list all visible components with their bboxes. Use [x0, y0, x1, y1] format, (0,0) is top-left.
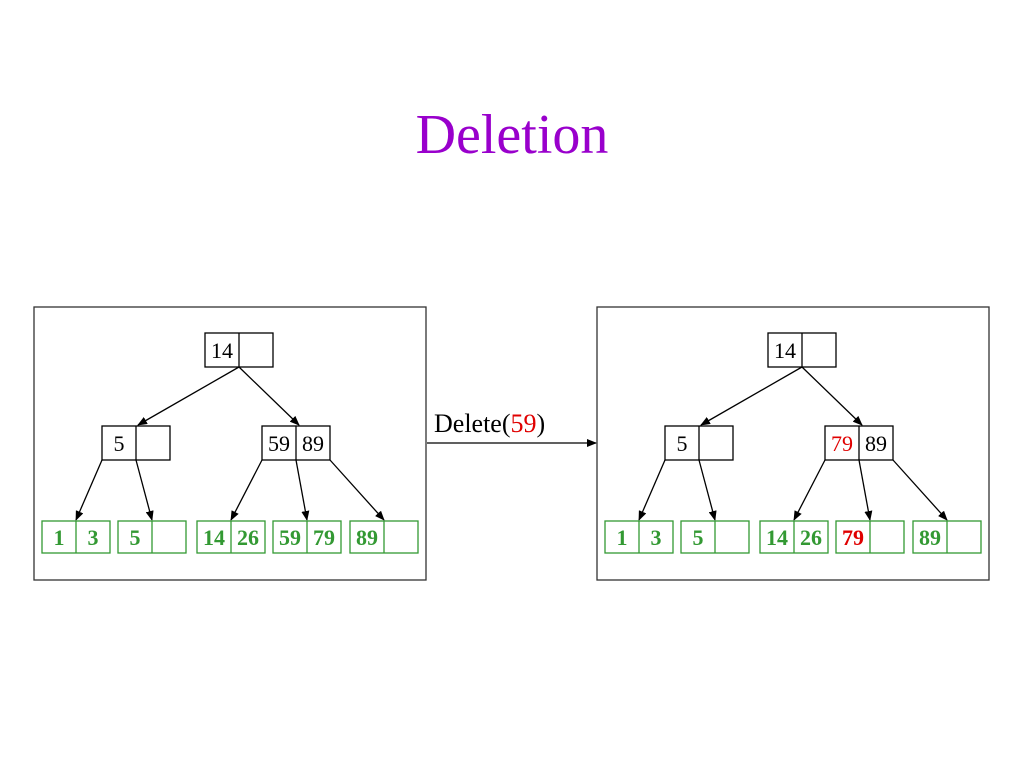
internal-node-0-before: 5: [101, 425, 171, 461]
arrow-root-right-before: [238, 366, 300, 426]
internal-node-1-before-key-0: 59: [268, 431, 290, 456]
leaf-node-2-before-key-1: 26: [237, 525, 259, 550]
operation-suffix: ): [536, 409, 546, 438]
leaf-node-3-after: 79: [835, 520, 905, 554]
leaf-node-0-after-key-0: 1: [617, 525, 628, 550]
leaf-node-2-after-key-0: 14: [766, 525, 788, 550]
root-node-after: 14: [767, 332, 837, 368]
arrow-root-left-before: [137, 366, 240, 426]
panel-after-frame: [596, 306, 990, 581]
arrow-int1-leaf2-after: [793, 459, 826, 521]
internal-node-0-before-key-0: 5: [114, 431, 125, 456]
leaf-node-2-before: 14 26: [196, 520, 266, 554]
leaf-node-4-after: 89: [912, 520, 982, 554]
leaf-node-0-after-key-1: 3: [651, 525, 662, 550]
arrow-int0-leaf0-before: [75, 459, 103, 521]
arrow-int0-leaf0-after: [638, 459, 666, 521]
leaf-node-4-before: 89: [349, 520, 419, 554]
arrow-int1-leaf4-before: [329, 459, 385, 521]
leaf-node-0-before-key-0: 1: [54, 525, 65, 550]
leaf-node-1-before-key-0: 5: [130, 525, 141, 550]
slide-title: Deletion: [415, 104, 609, 166]
leaf-node-3-before: 59 79: [272, 520, 342, 554]
leaf-node-4-after-key-0: 89: [919, 525, 941, 550]
leaf-node-4-before-key-0: 89: [356, 525, 378, 550]
arrow-int0-leaf1-after: [698, 459, 717, 521]
leaf-node-2-after: 14 26: [759, 520, 829, 554]
operation-label: Delete(59): [434, 408, 584, 440]
leaf-node-3-after-key-0: 79: [842, 525, 864, 550]
arrow-int1-leaf4-after: [892, 459, 948, 521]
panel-before-frame: [33, 306, 427, 581]
arrow-root-left-after: [700, 366, 803, 426]
root-node-before-key-0: 14: [211, 338, 233, 363]
root-node-after-key-0: 14: [774, 338, 796, 363]
leaf-node-2-before-key-0: 14: [203, 525, 225, 550]
leaf-node-1-after-key-0: 5: [693, 525, 704, 550]
leaf-node-0-before-key-1: 3: [88, 525, 99, 550]
internal-node-0-after: 5: [664, 425, 734, 461]
operation-prefix: Delete(: [434, 409, 511, 438]
operation-key: 59: [510, 409, 537, 438]
arrow-int1-leaf3-before: [295, 459, 310, 521]
arrow-int1-leaf3-after: [858, 459, 873, 521]
internal-node-1-before-key-1: 89: [302, 431, 324, 456]
internal-node-1-before: 59 89: [261, 425, 331, 461]
internal-node-0-after-key-0: 5: [677, 431, 688, 456]
leaf-node-2-after-key-1: 26: [800, 525, 822, 550]
leaf-node-1-after: 5: [680, 520, 750, 554]
arrow-int0-leaf1-before: [135, 459, 154, 521]
leaf-node-3-before-key-0: 59: [279, 525, 301, 550]
arrow-root-right-after: [801, 366, 863, 426]
internal-node-1-after: 79 89: [824, 425, 894, 461]
leaf-node-3-before-key-1: 79: [313, 525, 335, 550]
root-node-before: 14: [204, 332, 274, 368]
leaf-node-1-before: 5: [117, 520, 187, 554]
internal-node-1-after-key-0: 79: [831, 431, 853, 456]
arrow-int1-leaf2-before: [230, 459, 263, 521]
internal-node-1-after-key-1: 89: [865, 431, 887, 456]
